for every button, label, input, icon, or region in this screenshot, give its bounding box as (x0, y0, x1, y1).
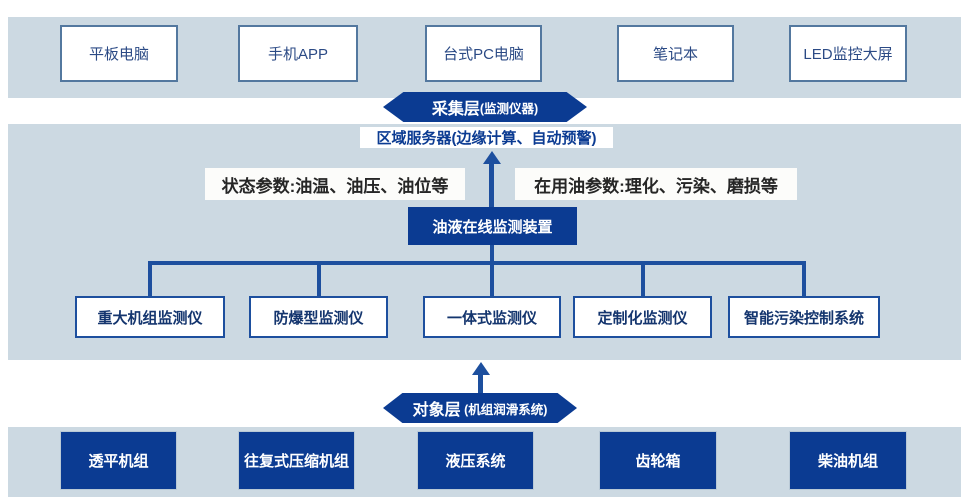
instrument-box-explosionproof: 防爆型监测仪 (249, 296, 388, 338)
tree-branch-line-2 (317, 261, 321, 298)
device-box-tablet: 平板电脑 (60, 25, 178, 82)
instrument-box-major-unit: 重大机组监测仪 (75, 296, 225, 338)
oil-parameters-label: 在用油参数:理化、污染、磨损等 (515, 168, 797, 200)
object-layer-subtitle: (机组润滑系统) (460, 402, 548, 417)
monitor-device-box: 油液在线监测装置 (408, 207, 577, 245)
device-box-desktop-pc: 台式PC电脑 (425, 25, 542, 82)
tree-branch-line-5 (802, 261, 806, 298)
object-layer-pill: 对象层 (机组润滑系统) (383, 393, 577, 423)
tree-branch-line-4 (641, 261, 645, 298)
collection-layer-title: 采集层 (431, 101, 480, 118)
equipment-box-turbine: 透平机组 (60, 431, 177, 490)
tree-stem-line (490, 245, 494, 264)
device-box-phone-app: 手机APP (238, 25, 358, 82)
up-arrow-icon (483, 151, 501, 164)
equipment-box-reciprocating-compressor: 往复式压缩机组 (238, 431, 355, 490)
instrument-box-integrated: 一体式监测仪 (423, 296, 561, 338)
instrument-box-customized: 定制化监测仪 (573, 296, 712, 338)
device-box-led-screen: LED监控大屏 (789, 25, 907, 82)
equipment-box-gearbox: 齿轮箱 (599, 431, 717, 490)
equipment-box-hydraulic-system: 液压系统 (417, 431, 534, 490)
instrument-box-pollution-control: 智能污染控制系统 (728, 296, 880, 338)
tree-horizontal-line (148, 261, 806, 265)
device-box-laptop: 笔记本 (617, 25, 734, 82)
up-arrow-shaft (489, 163, 494, 208)
tree-branch-line-3 (490, 261, 494, 298)
collection-layer-pill: 采集层(监测仪器) (383, 92, 587, 122)
tree-branch-line-1 (148, 261, 152, 298)
collection-layer-subtitle: (监测仪器) (479, 101, 539, 116)
up-arrow-icon-2 (472, 362, 490, 375)
equipment-box-diesel-unit: 柴油机组 (789, 431, 907, 490)
status-parameters-label: 状态参数:油温、油压、油位等 (205, 168, 465, 200)
object-layer-title: 对象层 (412, 402, 461, 419)
edge-server-label: 区域服务器(边缘计算、自动预警) (360, 127, 613, 148)
up-arrow-shaft-2 (478, 374, 483, 394)
